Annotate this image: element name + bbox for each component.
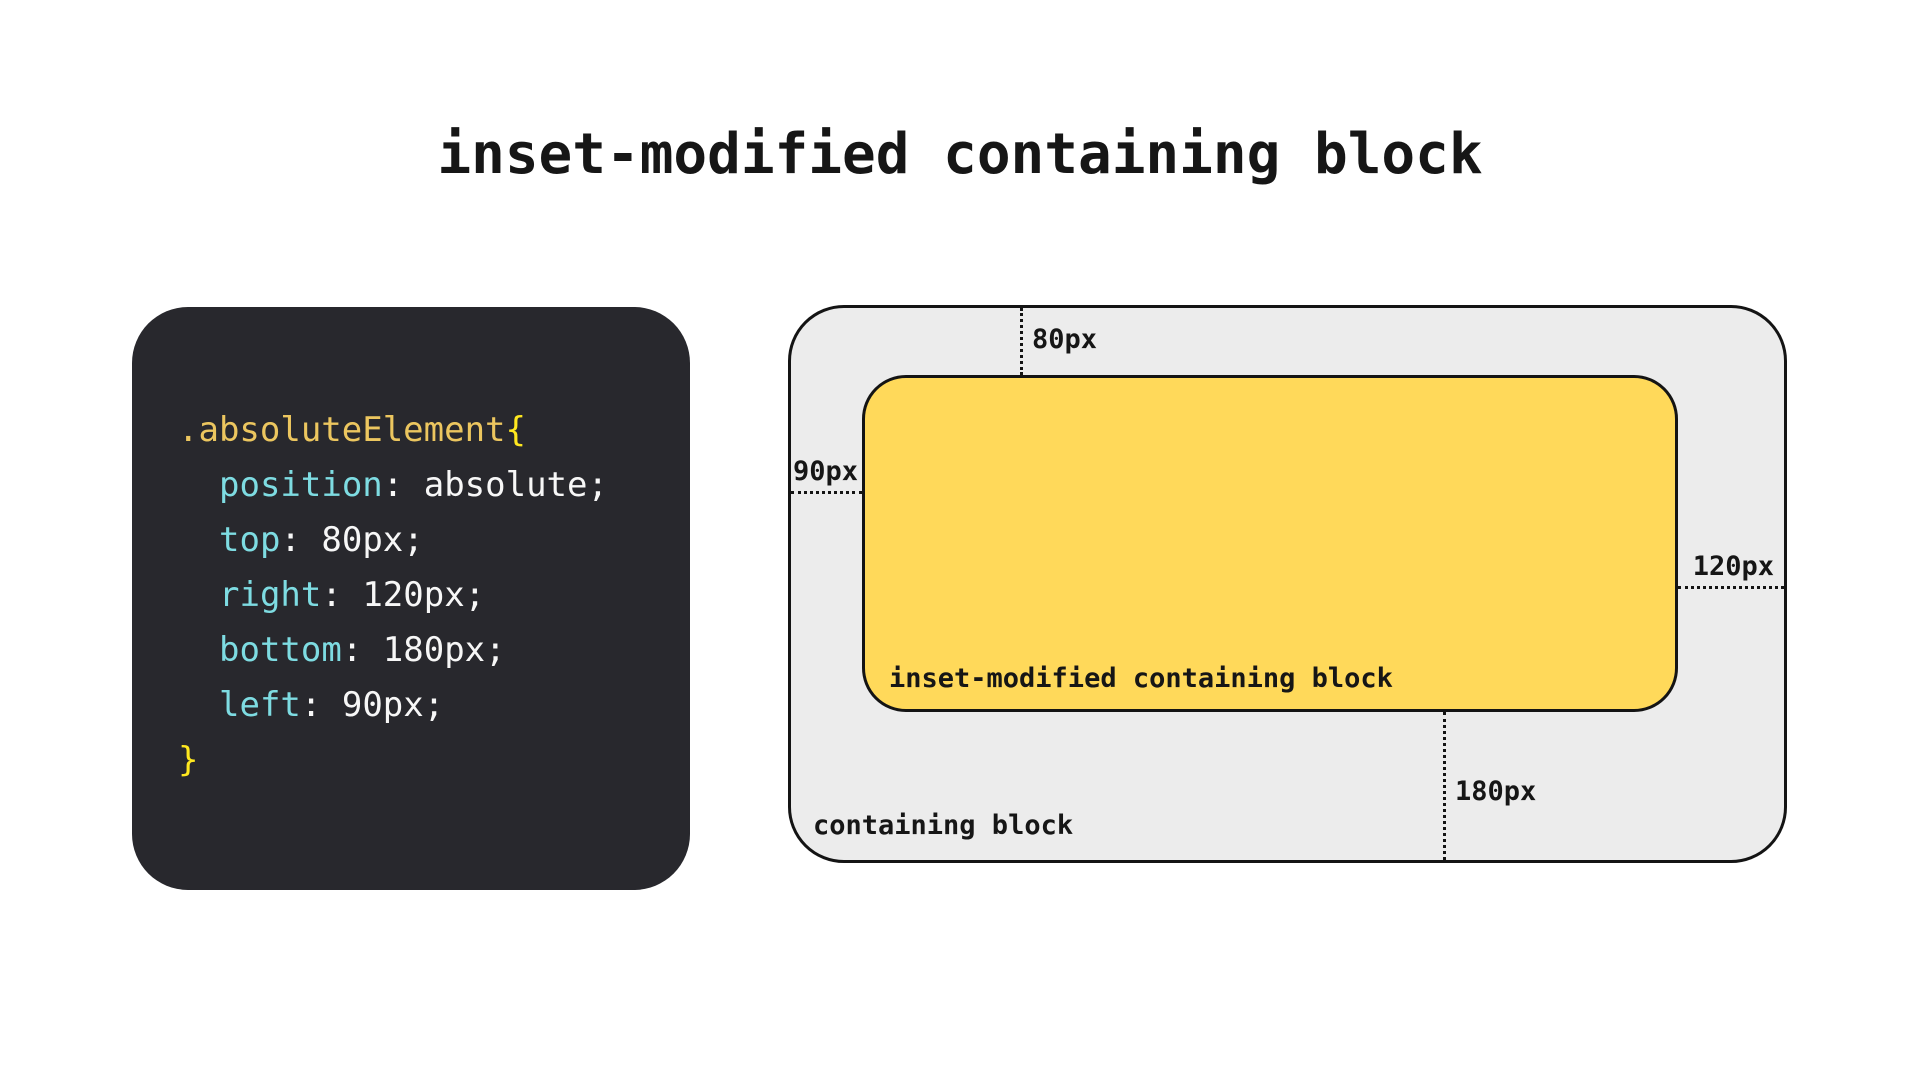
code-line-left: left: 90px;: [178, 678, 690, 733]
inset-right-dotted-line: [1678, 586, 1784, 589]
containing-block: inset-modified containing block 80px 90p…: [788, 305, 1787, 863]
inset-bottom-dotted-line: [1443, 712, 1446, 860]
css-value-left: 90px;: [341, 685, 445, 725]
colon-separator: :: [382, 465, 424, 505]
css-property-top: top: [219, 520, 281, 560]
code-line-right: right: 120px;: [178, 568, 690, 623]
inset-left-label: 90px: [793, 456, 859, 487]
css-property-right: right: [219, 575, 322, 615]
code-line-close: }: [178, 733, 690, 788]
page-title: inset-modified containing block: [437, 122, 1483, 187]
css-property-left: left: [219, 685, 301, 725]
inset-left-dotted-line: [791, 491, 862, 494]
code-line-top: top: 80px;: [178, 513, 690, 568]
inset-modified-containing-block: inset-modified containing block: [862, 375, 1678, 712]
colon-separator: :: [300, 685, 342, 725]
code-line-position: position: absolute;: [178, 458, 690, 513]
css-value-right: 120px;: [362, 575, 486, 615]
code-panel: .absoluteElement{ position: absolute; to…: [132, 307, 690, 890]
inset-right-label: 120px: [1692, 551, 1774, 582]
inset-modified-containing-block-label: inset-modified containing block: [889, 663, 1393, 694]
inset-bottom-label: 180px: [1455, 776, 1537, 807]
containing-block-label: containing block: [813, 810, 1074, 841]
open-brace: {: [505, 410, 526, 450]
css-value-bottom: 180px;: [382, 630, 506, 670]
colon-separator: :: [341, 630, 383, 670]
code-line-bottom: bottom: 180px;: [178, 623, 690, 678]
colon-separator: :: [321, 575, 363, 615]
css-property-bottom: bottom: [219, 630, 342, 670]
css-value-top: 80px;: [321, 520, 424, 560]
inset-top-label: 80px: [1032, 324, 1098, 355]
css-selector: .absoluteElement: [178, 410, 506, 450]
code-line-selector: .absoluteElement{: [178, 403, 690, 458]
css-property-position: position: [219, 465, 383, 505]
css-value-position: absolute;: [423, 465, 608, 505]
inset-top-dotted-line: [1020, 308, 1023, 375]
close-brace: }: [178, 740, 199, 780]
colon-separator: :: [280, 520, 322, 560]
